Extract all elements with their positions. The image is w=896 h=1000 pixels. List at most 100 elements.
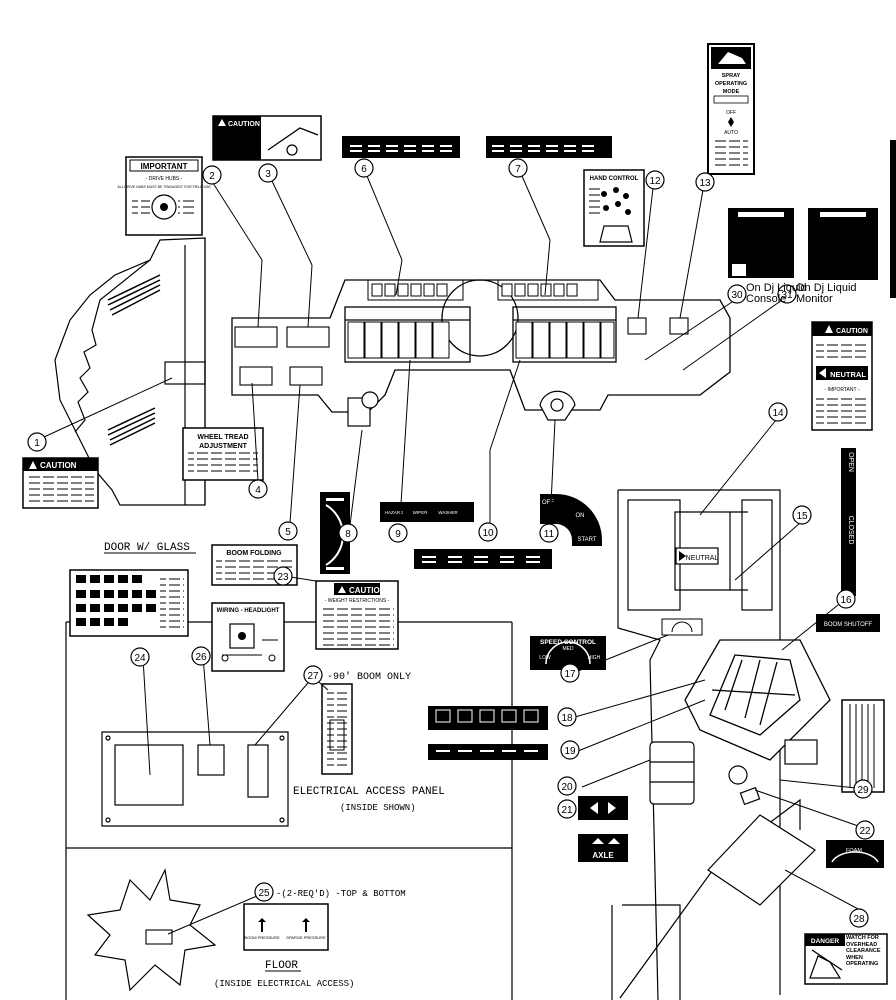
decal-switch-strip-19 <box>428 744 548 760</box>
console-lever <box>649 739 818 906</box>
important-label-14: - IMPORTANT - <box>825 387 860 393</box>
decal-switch-strip-10 <box>414 549 552 569</box>
vent-hatching <box>107 274 161 446</box>
dashboard-outline <box>231 279 731 413</box>
callout-15-label: 15 <box>796 511 808 522</box>
sparge-pressure-label: SPARGE PRESSURE <box>286 935 326 940</box>
callout-7: 7 <box>508 158 528 178</box>
callout-9: 9 <box>388 523 408 543</box>
callout-20-label: 20 <box>561 782 573 793</box>
spray-off-label: OFF <box>726 110 736 116</box>
dash-switch-rows <box>347 321 615 359</box>
speed-med-label: MED <box>562 646 574 652</box>
callout-18: 18 <box>557 707 577 727</box>
wheel-tread-line2: ADJUSTMENT <box>199 443 248 450</box>
callout-13: 13 <box>695 172 715 192</box>
callout-8: 8 <box>338 523 358 543</box>
right-console-outline <box>611 489 801 1000</box>
callout-10-label: 10 <box>482 528 494 539</box>
hand-control-title: HAND CONTROL <box>590 176 639 182</box>
neutral-plate-label: NEUTRAL <box>686 555 719 562</box>
boom-folding-title: BOOM FOLDING <box>226 550 282 557</box>
caution-label-14: CAUTION <box>836 328 868 335</box>
decal-weight-restrictions: CAUTION - WEIGHT RESTRICTIONS - <box>315 580 399 650</box>
callout-23: 23 <box>273 566 293 586</box>
speed-low-label: LOW <box>539 655 551 661</box>
decal-foam: FOAM <box>826 840 884 868</box>
caution-label-3: CAUTION <box>228 121 260 128</box>
callout-19-label: 19 <box>564 746 576 757</box>
callout-1: 1 <box>27 432 47 452</box>
decal-dj-liquid-console <box>728 208 794 278</box>
axle-label: AXLE <box>592 851 614 860</box>
boom-shutoff-label: BOOM SHUTOFF <box>824 622 873 628</box>
dash-decal-placeholders <box>234 317 689 386</box>
callout-1-label: 1 <box>34 438 40 449</box>
callout-30: 30 <box>727 284 747 304</box>
console-speed-control-plate <box>661 618 703 636</box>
wheel-tread-line1: WHEEL TREAD <box>197 434 248 441</box>
callout-31-label: 31 <box>781 290 793 301</box>
weight-restrictions-title: - WEIGHT RESTRICTIONS - <box>325 598 390 604</box>
decal-wheel-tread: WHEEL TREAD ADJUSTMENT <box>182 427 264 481</box>
key-start-label: START <box>577 537 596 543</box>
decal-caution-parking: CAUTION <box>22 457 99 509</box>
inside-shown-label: (INSIDE SHOWN) <box>340 803 416 813</box>
callout-bubbles: 1 2 3 4 5 6 7 8 9 10 11 12 13 14 15 16 1… <box>27 158 875 928</box>
callout-23-label: 23 <box>277 572 289 583</box>
decal-vertical-fineprint <box>841 699 885 793</box>
mode-label: MODE <box>723 89 740 95</box>
boom-90-label: -90' BOOM ONLY <box>327 671 411 683</box>
key-on-label: ON <box>576 513 585 519</box>
electrical-access-panel-label: ELECTRICAL ACCESS PANEL <box>293 786 445 798</box>
callout-10: 10 <box>478 522 498 542</box>
decal-switch-strip-7 <box>486 136 612 158</box>
open-label: OPEN <box>847 452 854 472</box>
decal-switch-strip-9: WASHER WIPER HAZARD <box>380 502 474 522</box>
operating-label: OPERATING <box>715 81 747 87</box>
callout-21-label: 21 <box>561 805 573 816</box>
decal-important-drive-hubs: IMPORTANT - DRIVE HUBS - ALL DRIVE HUBS … <box>117 156 211 236</box>
decal-1-location <box>164 361 206 385</box>
door-glass-label: DOOR W/ GLASS <box>104 542 190 554</box>
callout-17-label: 17 <box>564 669 576 680</box>
diagram-labels: DOOR W/ GLASS ELECTRICAL ACCESS PANEL (I… <box>104 542 445 989</box>
callout-31: 31 <box>777 284 797 304</box>
callout-30-label: 30 <box>731 290 743 301</box>
decal-axle: AXLE <box>578 834 628 862</box>
callout-16: 16 <box>836 589 856 609</box>
decal-neutral-stack: CAUTION NEUTRAL - IMPORTANT - <box>811 321 873 431</box>
callout-11-label: 11 <box>544 529 555 540</box>
callout-22: 22 <box>855 820 875 840</box>
callout-5: 5 <box>278 521 298 541</box>
closed-label: CLOSED <box>847 516 854 545</box>
callout-8-label: 8 <box>345 529 351 540</box>
callout-21: 21 <box>557 799 577 819</box>
callout-29: 29 <box>853 779 873 799</box>
callout-19: 19 <box>560 740 580 760</box>
spray-auto-label: AUTO <box>724 130 738 136</box>
callout-12-label: 12 <box>649 176 661 187</box>
callout-7-label: 7 <box>515 164 521 175</box>
callout-25-label: 25 <box>258 888 270 899</box>
wiring-headlight-title: WIRING - HEADLIGHT <box>217 608 280 614</box>
dj-liquid-monitor-label: On Dj Liquid Monitor <box>796 283 857 305</box>
inside-electrical-access-label: (INSIDE ELECTRICAL ACCESS) <box>214 979 354 989</box>
decal-speed-control: SPEED CONTROL LOW MED HIGH <box>530 636 606 670</box>
callout-26: 26 <box>191 646 211 666</box>
callout-2-label: 2 <box>209 171 215 182</box>
callout-12: 12 <box>645 170 665 190</box>
callout-6-label: 6 <box>361 164 367 175</box>
callout-24: 24 <box>130 647 150 667</box>
decal-boom-shutoff: BOOM SHUTOFF <box>816 614 880 632</box>
console-neutral-plate: NEUTRAL <box>675 547 719 565</box>
strip9-wiper: WIPER <box>413 510 429 515</box>
callout-27-label: 27 <box>307 671 319 682</box>
decal-hand-control: HAND CONTROL <box>583 169 645 247</box>
strip9-hazard: HAZARD <box>385 510 404 515</box>
dj-liquid-console-label: On Dj Liquid Console <box>746 283 807 305</box>
callout-2: 2 <box>202 165 222 185</box>
joystick-panel <box>684 639 831 761</box>
page-index-tab <box>890 140 896 298</box>
two-reqd-label: -(2-REQ'D) -TOP & BOTTOM <box>276 889 406 899</box>
